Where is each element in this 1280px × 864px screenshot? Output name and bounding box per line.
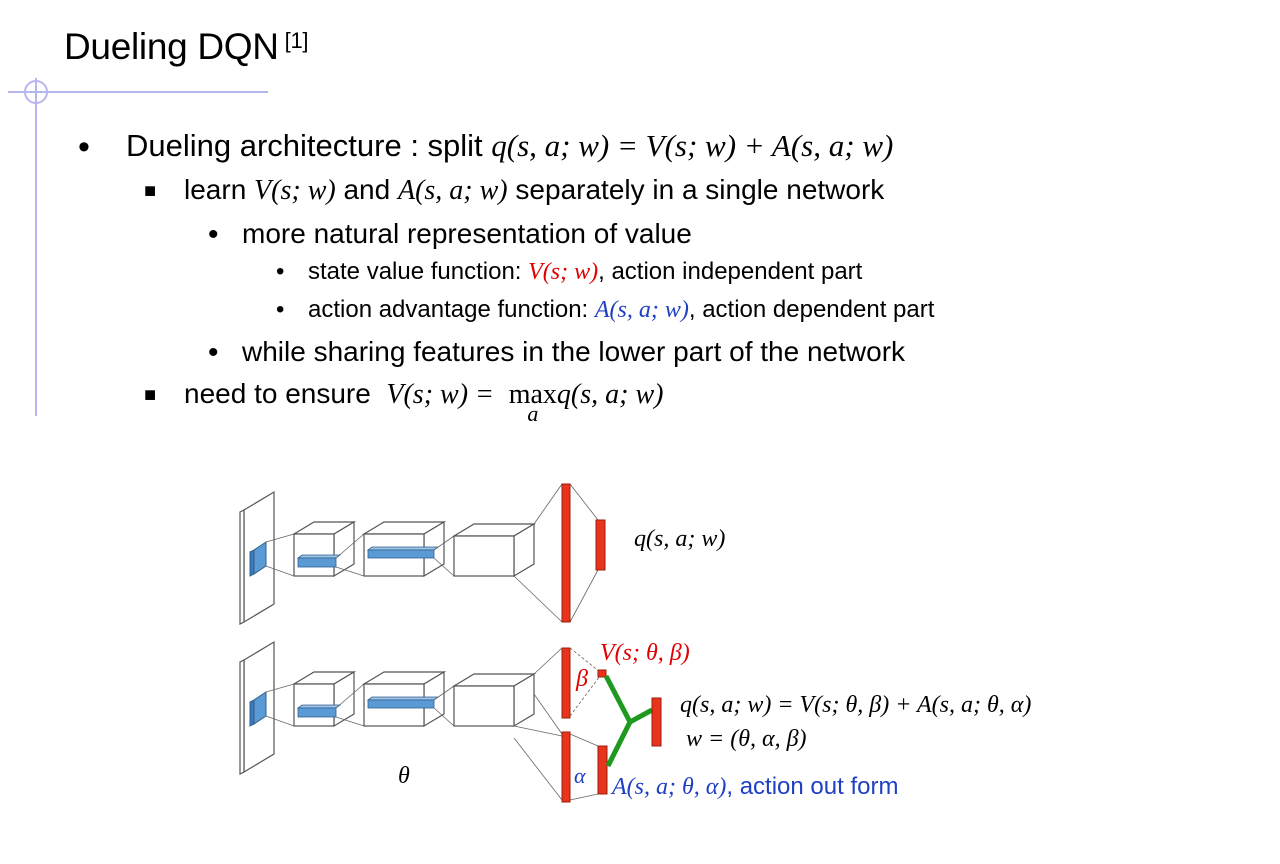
bullet-text: separately in a single network <box>507 174 885 205</box>
bullet-text: learn <box>184 174 255 205</box>
theta-label: θ <box>398 763 410 789</box>
dueling-network-diagram <box>239 483 662 803</box>
value-stream-fc <box>561 647 571 719</box>
title-text: Dueling DQN <box>64 26 279 67</box>
advantage-output-layer <box>597 745 608 795</box>
parameter-equation: w = (θ, α, β) <box>686 726 807 752</box>
bullet-round-icon: • <box>208 218 219 251</box>
bullet-square-icon: ■ <box>144 384 157 406</box>
combined-equation: q(s, a; w) = V(s; θ, β) + A(s, a; θ, α) <box>680 692 1032 718</box>
bullet-text: , action independent part <box>598 258 863 285</box>
bullet-text: need to ensure <box>184 378 379 409</box>
math-a: A(s, a; w) <box>397 175 508 206</box>
bullet-square-icon: ■ <box>144 180 157 202</box>
bullet-sharing-features: while sharing features in the lower part… <box>242 336 905 368</box>
max-subscript: a <box>527 401 539 426</box>
beta-label: β <box>576 666 588 692</box>
advantage-label: A(s, a; θ, α), action out form <box>612 773 898 801</box>
advantage-suffix: , action out form <box>726 773 899 800</box>
top-output-label: q(s, a; w) <box>634 526 726 552</box>
q-output-layer <box>595 519 606 571</box>
math-v: V(s; w) = <box>386 379 501 410</box>
slide-title: Dueling DQN[1] <box>64 26 309 68</box>
math-a-blue: A(s, a; w) <box>594 297 689 323</box>
bullet-text: state value function: <box>308 258 529 285</box>
slide-decoration <box>8 78 268 416</box>
math-v: V(s; w) <box>254 175 336 206</box>
title-reference: [1] <box>284 28 309 53</box>
bullet-learn-separately: learn V(s; w) and A(s, a; w) separately … <box>184 174 884 207</box>
bullet-natural-representation: more natural representation of value <box>242 218 692 250</box>
combined-q-output-layer <box>651 697 662 747</box>
bullet-state-value: state value function: V(s; w), action in… <box>308 258 862 286</box>
bullet-action-advantage: action advantage function: A(s, a; w), a… <box>308 296 934 324</box>
bullet-text: and <box>335 174 398 205</box>
equation: q(s, a; w) = V(s; w) + A(s, a; w) <box>491 128 894 163</box>
fc-layer <box>561 483 571 623</box>
bullet-small-icon: • <box>276 296 285 323</box>
bullet-dueling-architecture: Dueling architecture : split q(s, a; w) … <box>126 128 893 164</box>
alpha-label: α <box>574 763 586 788</box>
bullet-round-icon: • <box>78 128 90 166</box>
math-q: q(s, a; w) <box>556 379 664 410</box>
dueling-network <box>239 641 662 803</box>
bullet-text: action advantage function: <box>308 296 595 323</box>
bullet-text: more natural representation of value <box>242 218 692 249</box>
math-v-red: V(s; w) <box>528 259 599 285</box>
bullet-round-icon: • <box>208 336 219 369</box>
bullet-text: Dueling architecture : split <box>126 128 492 163</box>
standard-dqn-network <box>239 483 606 625</box>
max-operator: max <box>508 379 557 410</box>
bullet-small-icon: • <box>276 258 285 285</box>
advantage-math: A(s, a; θ, α) <box>612 774 727 800</box>
advantage-stream-fc <box>561 731 571 803</box>
bullet-text: , action dependent part <box>688 296 935 323</box>
value-label: V(s; θ, β) <box>600 640 690 666</box>
bullet-text: while sharing features in the lower part… <box>242 336 906 367</box>
value-output-node <box>597 669 607 678</box>
